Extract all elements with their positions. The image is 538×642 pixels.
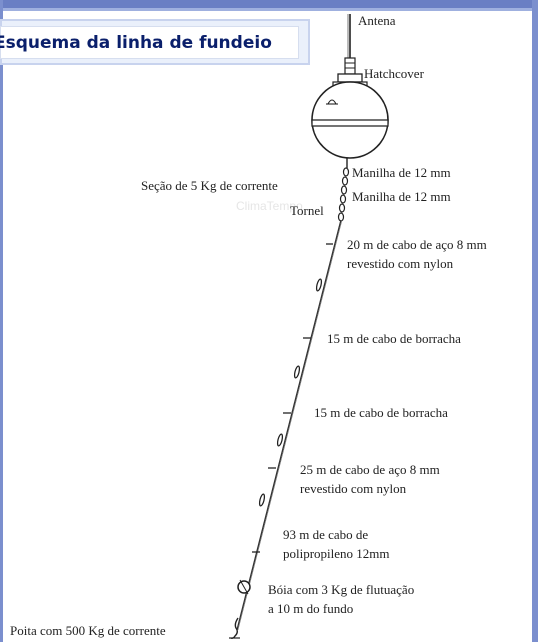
label-boia-line1: Bóia com 3 Kg de flutuação (268, 582, 415, 597)
line-connectors (252, 243, 333, 553)
label-antena: Antena (358, 13, 396, 28)
title-inner-box (0, 26, 299, 59)
label-polipropileno-line2: polipropileno 12mm (283, 546, 390, 561)
float-buoy-icon (237, 579, 251, 595)
watermark-text: ClimaTempo (236, 199, 303, 213)
shackle-chain-icon (337, 167, 350, 222)
label-secao-corrente: Seção de 5 Kg de corrente (141, 178, 278, 193)
frame-right-border (532, 0, 538, 642)
mooring-line (236, 219, 343, 631)
frame-top-bar (0, 0, 538, 8)
label-poita: Poita com 500 Kg de corrente (10, 623, 166, 638)
anchor-chain-icon (229, 617, 240, 639)
label-manilha-2: Manilha de 12 mm (352, 189, 451, 204)
label-polipropileno-line1: 93 m de cabo de (283, 527, 369, 542)
label-cabo-aco-1-line2: revestido com nylon (347, 256, 454, 271)
frame-left-border (0, 0, 3, 642)
label-tornel: Tornel (290, 203, 324, 218)
label-borracha-2: 15 m de cabo de borracha (314, 405, 448, 420)
label-hatchcover: Hatchcover (364, 66, 424, 81)
buoy-sphere-icon (311, 81, 389, 168)
label-cabo-aco-1-line1: 20 m de cabo de aço 8 mm (347, 237, 487, 252)
label-cabo-aco-2-line1: 25 m de cabo de aço 8 mm (300, 462, 440, 477)
label-boia-line2: a 10 m do fundo (268, 601, 354, 616)
label-manilha-1: Manilha de 12 mm (352, 165, 451, 180)
label-borracha-1: 15 m de cabo de borracha (327, 331, 461, 346)
label-cabo-aco-2-line2: revestido com nylon (300, 481, 407, 496)
diagram-title: Esquema da linha de fundeio (0, 33, 272, 53)
frame-top-accent (0, 8, 538, 11)
